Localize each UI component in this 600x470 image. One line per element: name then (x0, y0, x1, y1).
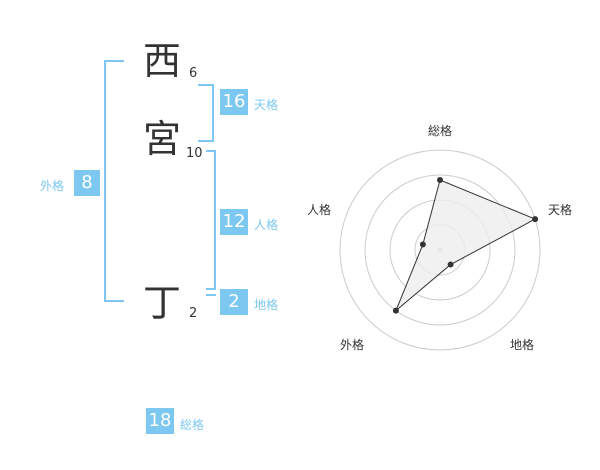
radar-chart (339, 149, 541, 351)
name-char-2: 宮 (143, 117, 182, 161)
tenkaku-label: 天格 (254, 98, 279, 112)
chikaku-connector (206, 294, 216, 296)
tenkaku-bracket (198, 84, 214, 142)
radar-point-4 (392, 307, 399, 314)
radar-label-gaikaku: 外格 (340, 338, 365, 352)
soukaku-value: 18 (146, 408, 174, 434)
radar-point-3 (447, 261, 454, 268)
jinkaku-value: 12 (220, 209, 248, 235)
tenkaku-value: 16 (220, 89, 248, 115)
chikaku-label: 地格 (254, 298, 279, 312)
name-char-3: 丁 (143, 281, 182, 325)
gaikaku-value: 8 (74, 170, 100, 196)
radar-label-tenkaku: 天格 (548, 203, 573, 217)
radar-label-soukaku: 総格 (428, 124, 453, 138)
stroke-count-3: 2 (189, 306, 198, 321)
radar-points (392, 177, 539, 314)
gaikaku-bracket (104, 60, 124, 302)
radar-label-jinkaku: 人格 (307, 203, 332, 217)
jinkaku-label: 人格 (254, 218, 279, 232)
radar-point-1 (437, 177, 443, 183)
radar-point-2 (532, 216, 539, 223)
jinkaku-bracket (206, 150, 216, 290)
stroke-count-1: 6 (189, 66, 198, 81)
radar-grid-ring-4 (339, 149, 541, 351)
radar-point-5 (419, 241, 426, 248)
radar-shape (395, 179, 537, 312)
stroke-count-2: 10 (186, 146, 203, 161)
radar-label-chikaku: 地格 (510, 338, 535, 352)
name-char-1: 西 (143, 39, 182, 83)
radar-grid-ring-3 (364, 174, 516, 326)
gaikaku-label: 外格 (40, 179, 65, 193)
soukaku-label: 総格 (180, 418, 205, 432)
chikaku-value: 2 (220, 289, 248, 315)
